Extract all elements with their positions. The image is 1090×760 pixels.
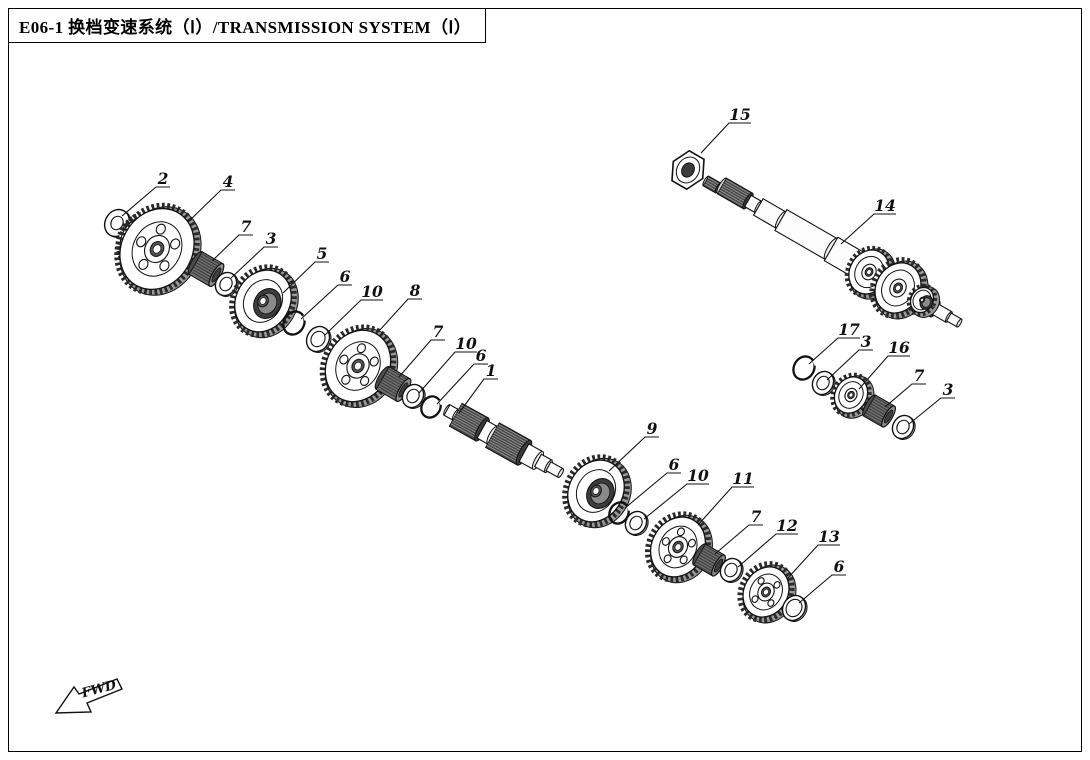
fwd-arrow-icon — [54, 678, 123, 714]
washer — [891, 414, 916, 440]
callout-label-10: 10 — [455, 334, 477, 353]
washer — [624, 510, 649, 536]
callout-label-9: 9 — [647, 419, 658, 438]
needle-bearing — [692, 543, 726, 577]
washer — [305, 325, 332, 353]
needle-bearing — [187, 251, 225, 288]
leader-line — [230, 246, 278, 279]
callout-label-6: 6 — [340, 267, 351, 286]
leader-line — [908, 397, 955, 425]
leader-line — [826, 349, 873, 381]
main-shaft — [443, 402, 564, 479]
callout-label-1: 1 — [486, 361, 497, 380]
callout-label-7: 7 — [433, 322, 444, 341]
leader-line — [798, 574, 846, 604]
drawing-title: E06-1 换档变速系统（Ⅰ）/TRANSMISSION SYSTEM（Ⅰ） — [19, 18, 472, 37]
callout-label-10: 10 — [687, 466, 709, 485]
callout-label-7: 7 — [241, 217, 252, 236]
callout-label-3: 3 — [943, 380, 954, 399]
leader-line — [858, 355, 910, 390]
leader-line — [697, 486, 754, 526]
leader-line — [282, 261, 329, 294]
callout-label-12: 12 — [776, 516, 798, 535]
gear — [906, 283, 941, 318]
leader-line — [840, 213, 896, 245]
callout-label-8: 8 — [410, 281, 421, 300]
callout-label-17: 17 — [838, 320, 860, 339]
washer — [719, 557, 744, 583]
callout-label-4: 4 — [223, 172, 234, 191]
leader-line — [700, 122, 751, 154]
washer — [811, 370, 836, 396]
callout-label-15: 15 — [729, 105, 751, 124]
fwd-marker: FWD — [54, 678, 123, 714]
callout-label-6: 6 — [834, 557, 845, 576]
callout-label-3: 3 — [266, 229, 277, 248]
gear — [562, 454, 632, 529]
leader-line — [418, 351, 477, 394]
leader-line — [458, 378, 498, 414]
leader-line — [643, 483, 709, 520]
gear — [319, 324, 399, 408]
leader-line — [808, 337, 860, 365]
gear — [229, 264, 299, 339]
leader-line — [398, 339, 445, 378]
leader-line — [714, 524, 763, 555]
callout-label-6: 6 — [669, 455, 680, 474]
washer — [401, 383, 426, 409]
washer — [214, 271, 239, 297]
title-block: E06-1 换档变速系统（Ⅰ）/TRANSMISSION SYSTEM（Ⅰ） — [8, 8, 487, 43]
needle-bearing — [374, 366, 412, 403]
callout-label-3: 3 — [861, 332, 872, 351]
leader-line — [324, 299, 383, 336]
leader-line — [608, 436, 659, 472]
callout-label-16: 16 — [888, 338, 910, 357]
flange-nut — [671, 149, 705, 191]
callout-label-7: 7 — [914, 366, 925, 385]
leader-line — [884, 383, 926, 408]
callout-label-7: 7 — [751, 507, 762, 526]
leader-line — [624, 472, 681, 509]
callout-label-6: 6 — [476, 346, 487, 365]
leader-line — [737, 533, 798, 568]
leader-line — [786, 544, 840, 580]
snap-ring — [792, 355, 818, 381]
leader-line — [378, 298, 422, 332]
callout-label-14: 14 — [874, 196, 896, 215]
gear — [114, 202, 202, 296]
leader-line — [211, 234, 253, 262]
callout-label-2: 2 — [157, 169, 169, 188]
leader-line — [187, 189, 235, 223]
needle-bearing — [862, 394, 896, 428]
leader-line — [121, 186, 170, 217]
callout-label-11: 11 — [732, 469, 754, 488]
washer — [781, 594, 808, 622]
callout-label-10: 10 — [361, 282, 383, 301]
callout-label-13: 13 — [818, 527, 840, 546]
leader-line — [436, 363, 488, 405]
callout-label-5: 5 — [317, 244, 328, 263]
leader-line — [300, 284, 352, 320]
